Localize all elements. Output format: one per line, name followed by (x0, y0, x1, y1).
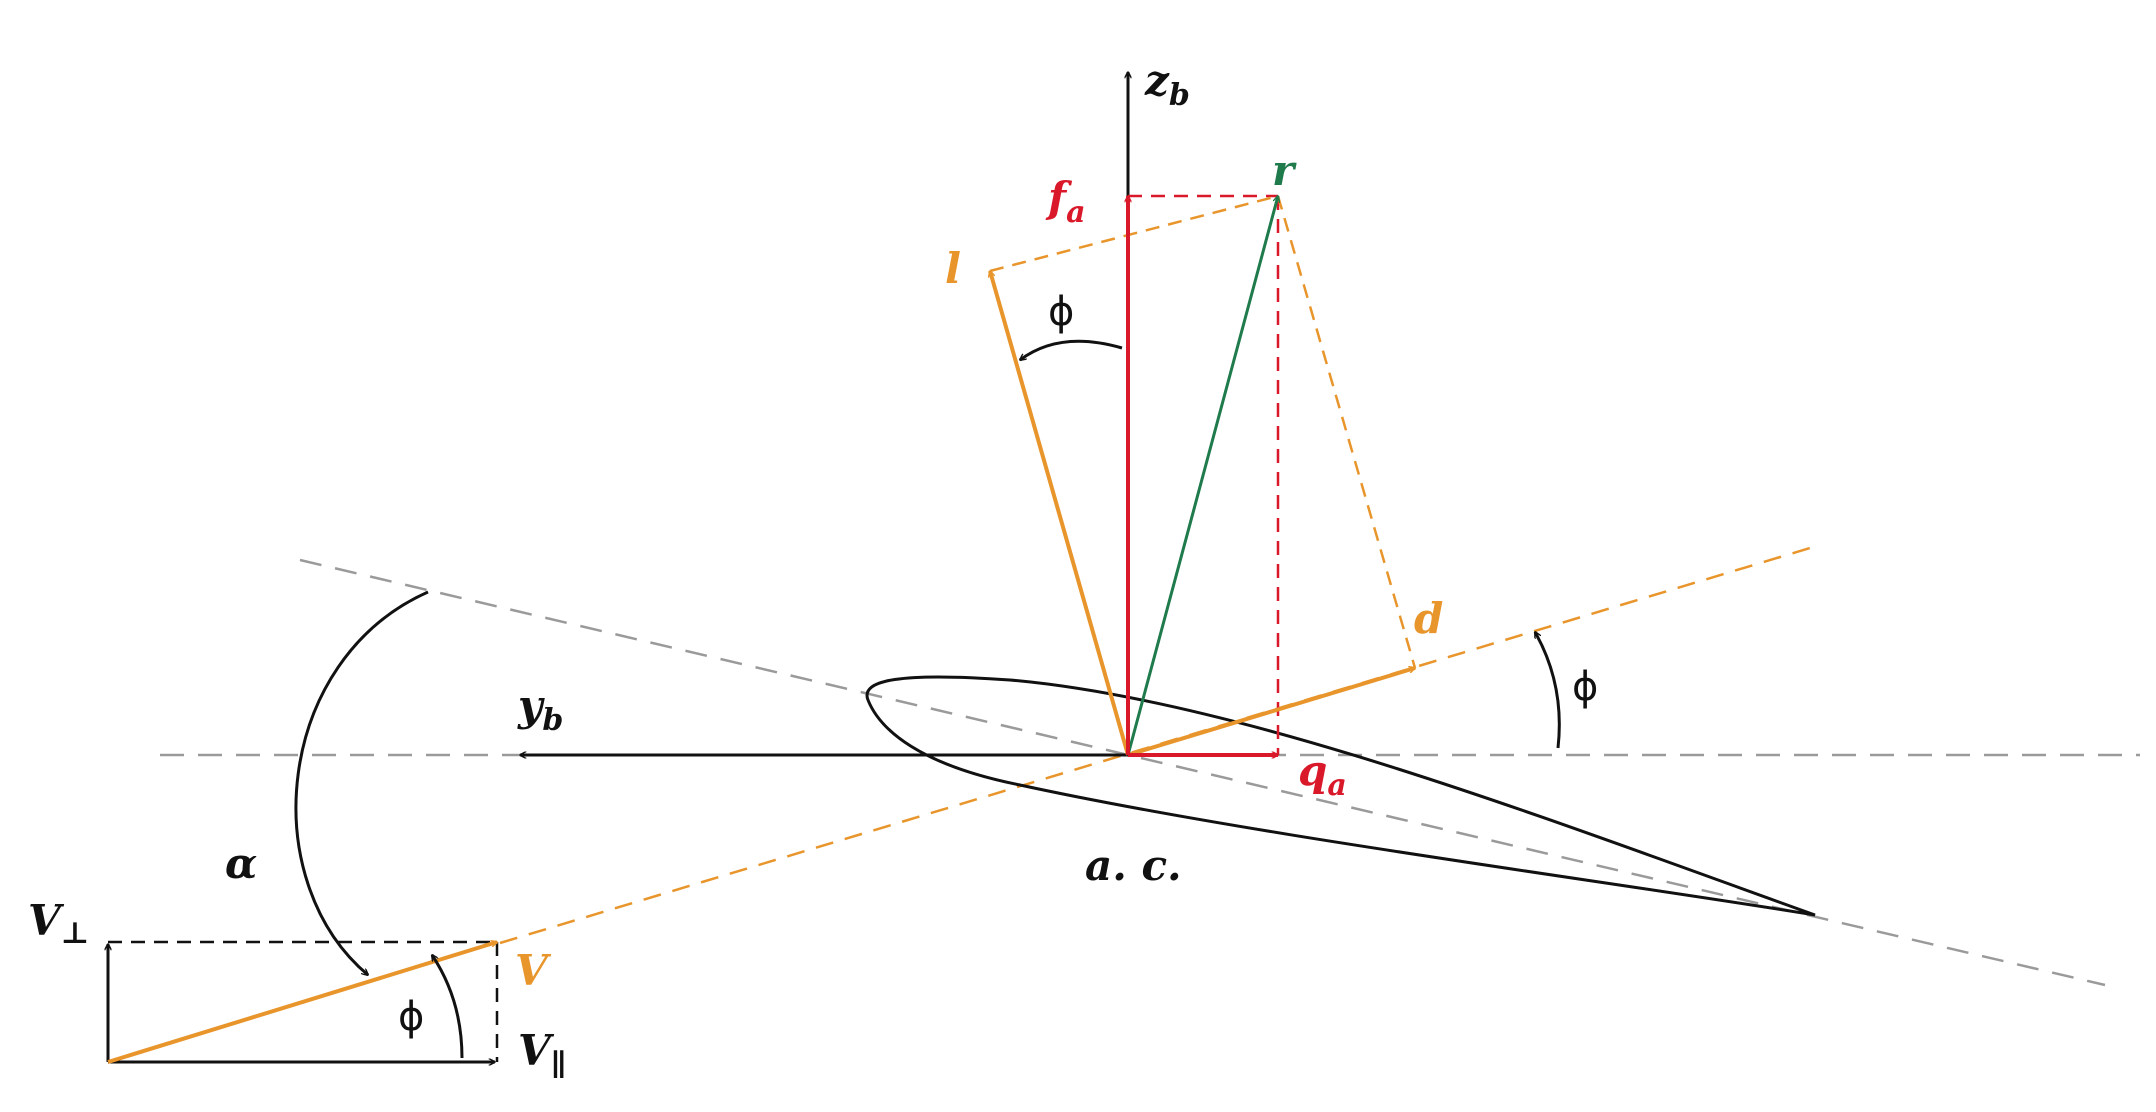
label-ac: a. c. (1085, 841, 1182, 890)
label-phi-lift: ϕ (1048, 289, 1074, 335)
resultant-vector (1126, 196, 1278, 756)
drag-vector (1127, 668, 1415, 757)
label-phi-drag: ϕ (1572, 664, 1598, 710)
phi-lift-arc (1020, 339, 1123, 360)
label-v-par: V∥ (518, 1026, 566, 1083)
velocity-direction-line (499, 543, 1821, 945)
label-f-a: fa (1045, 173, 1086, 230)
label-l: l (945, 244, 961, 293)
label-y-b: yb (517, 681, 563, 738)
airfoil-outline (865, 675, 1816, 917)
velocity-vector (107, 942, 497, 1064)
phi-drag-arc (1533, 632, 1561, 749)
label-d: d (1414, 594, 1443, 643)
label-r: r (1272, 146, 1297, 195)
r-to-d-dashed-line (1276, 195, 1417, 669)
lift-vector (990, 271, 1130, 756)
l-to-r-dashed-line (989, 194, 1279, 273)
label-z-b: zb (1144, 56, 1190, 113)
phi-velocity-arc (432, 955, 464, 1059)
label-v: V (515, 946, 552, 995)
chord-line (299, 558, 2106, 987)
label-alpha: α (225, 839, 257, 888)
label-phi-velocity: ϕ (398, 994, 424, 1040)
label-q-a: qa (1298, 746, 1347, 803)
label-v-perp: V⊥ (28, 896, 89, 951)
alpha-arc (294, 590, 429, 975)
